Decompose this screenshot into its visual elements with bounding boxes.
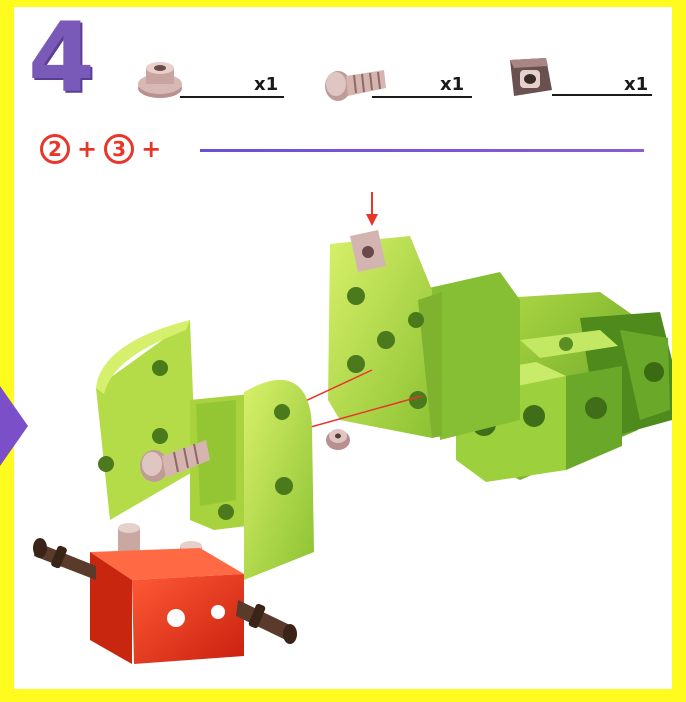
red-block — [90, 548, 244, 664]
small-nut-icon — [326, 429, 350, 450]
green-block-assembly — [420, 272, 672, 482]
insert-arrow-icon — [366, 192, 378, 226]
